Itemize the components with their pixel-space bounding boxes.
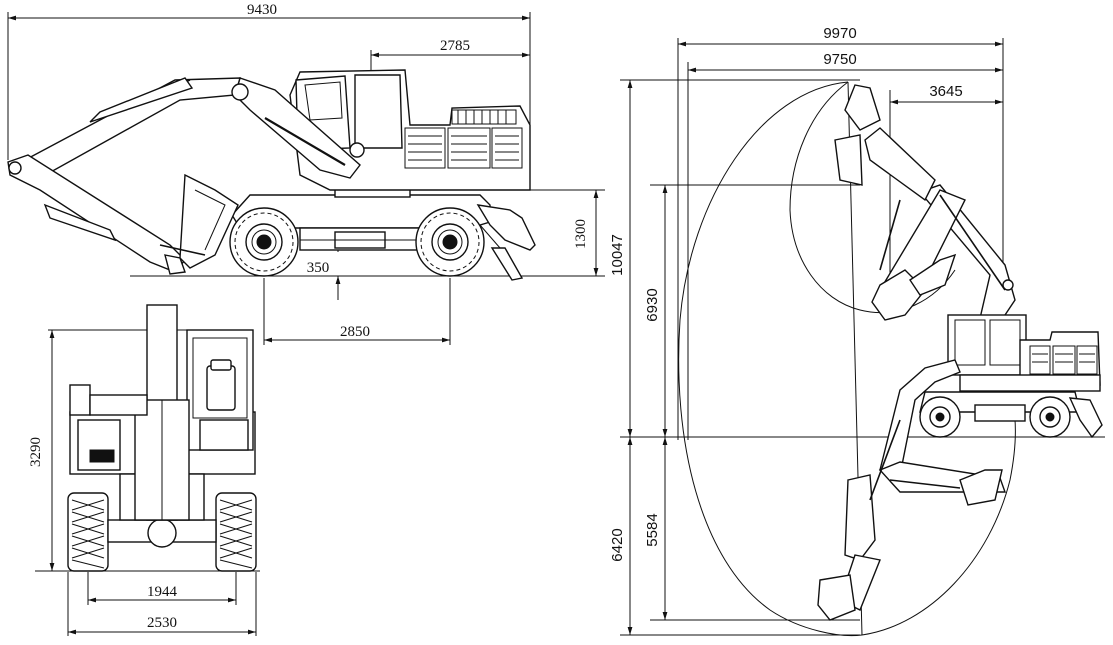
cab-window-side	[354, 74, 403, 149]
range-dozer-blade	[1068, 397, 1103, 439]
outer-envelope	[678, 81, 863, 637]
range-turntable	[959, 374, 1101, 392]
boom-upper	[23, 77, 241, 179]
side-panel-right	[199, 419, 249, 451]
operator-seat	[206, 365, 236, 411]
max-digging-depth-label: 6420	[609, 528, 626, 561]
wheelbase-label: 2850	[340, 324, 370, 340]
range-machine-body	[919, 314, 1103, 439]
boom-foot-pin	[349, 142, 365, 158]
headrest	[210, 359, 232, 371]
tank	[89, 394, 148, 416]
working-range-view: 9970 9750 3645 10047 6930 6420 5584	[609, 25, 1105, 637]
max-dumping-height-label: 6930	[644, 288, 661, 321]
overall-length-label: 9430	[247, 2, 277, 18]
bucket-inner	[194, 189, 226, 251]
front-tyre-right	[215, 492, 257, 572]
differential	[147, 518, 177, 548]
counterweight-height-label: 1300	[573, 219, 589, 249]
grille-dark	[89, 449, 115, 463]
max-digging-height-label: 10047	[609, 234, 626, 276]
boom-cylinder	[264, 117, 346, 166]
dozer-blade	[476, 204, 536, 281]
bucket-link	[159, 244, 206, 256]
lowered-arm-pose	[817, 359, 1006, 621]
front-tyre-left	[67, 492, 109, 572]
arm-cylinder-body	[89, 77, 194, 123]
bucket-teeth	[164, 254, 186, 275]
ground-clearance-label: 350	[307, 260, 330, 276]
raised-arm-pose	[834, 84, 1016, 346]
max-reach-label: 9970	[823, 25, 856, 42]
track-width-label: 1944	[147, 584, 178, 600]
arm-pin	[8, 161, 22, 175]
height-label: 3290	[28, 437, 44, 467]
cab-glass	[304, 81, 343, 121]
engine-grille	[404, 109, 523, 169]
min-swing-label: 3645	[929, 83, 962, 100]
range-cab	[947, 314, 1027, 376]
exhaust	[69, 384, 91, 416]
side-view: 9430 2785 1300 350 2850	[7, 2, 605, 345]
cab-window	[192, 337, 248, 419]
overall-width-label: 2530	[147, 615, 177, 631]
rear-wheel	[229, 207, 299, 277]
wall-depth-label: 5584	[644, 513, 661, 546]
front-view: 3290 1944 2530	[28, 304, 260, 636]
bucket	[179, 173, 239, 269]
front-wheel	[415, 207, 485, 277]
arm-stick	[7, 154, 186, 273]
bucket-cylinder	[43, 203, 117, 242]
max-reach-ground-label: 9750	[823, 51, 856, 68]
rear-swing-label: 2785	[440, 38, 470, 54]
boom-pin	[231, 83, 249, 101]
